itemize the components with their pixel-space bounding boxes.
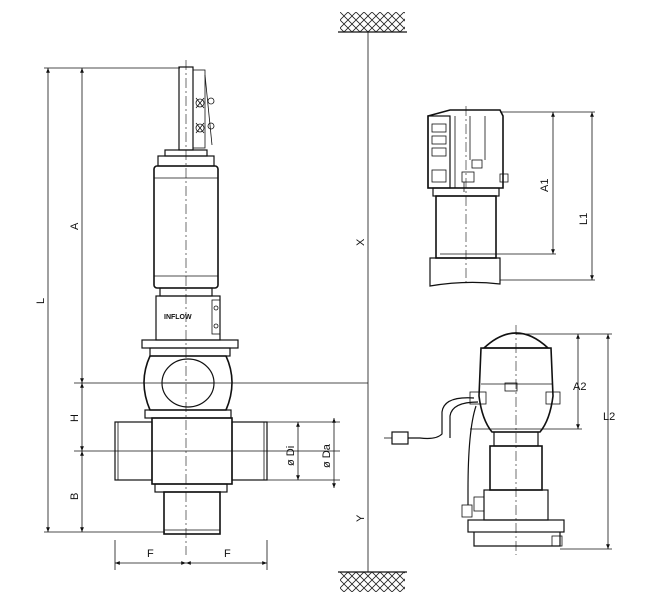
- ceiling-hatch: [338, 12, 407, 33]
- dim-label-F-right: F: [224, 548, 231, 560]
- dim-label-Y: Y: [355, 514, 367, 522]
- dim-label-L1: L1: [578, 213, 590, 225]
- dim-label-A1: A1: [539, 179, 551, 192]
- dim-label-L: L: [35, 298, 47, 304]
- main-valve: INFLOW: [114, 60, 268, 555]
- control-head-view-b: [384, 325, 565, 555]
- dim-label-X: X: [355, 238, 367, 246]
- dim-label-A: A: [69, 222, 81, 230]
- dim-label-H: H: [69, 414, 81, 422]
- floor-hatch: [338, 571, 407, 592]
- dim-label-A2: A2: [573, 381, 586, 393]
- dim-label-Di: ø Di: [285, 446, 297, 466]
- dim-label-B: B: [69, 493, 81, 500]
- control-head-view-a: [427, 106, 509, 287]
- dim-label-Da: ø Da: [321, 443, 333, 468]
- lantern-logo: INFLOW: [164, 314, 192, 321]
- dim-label-F-left: F: [147, 548, 154, 560]
- dim-label-L2: L2: [603, 411, 615, 423]
